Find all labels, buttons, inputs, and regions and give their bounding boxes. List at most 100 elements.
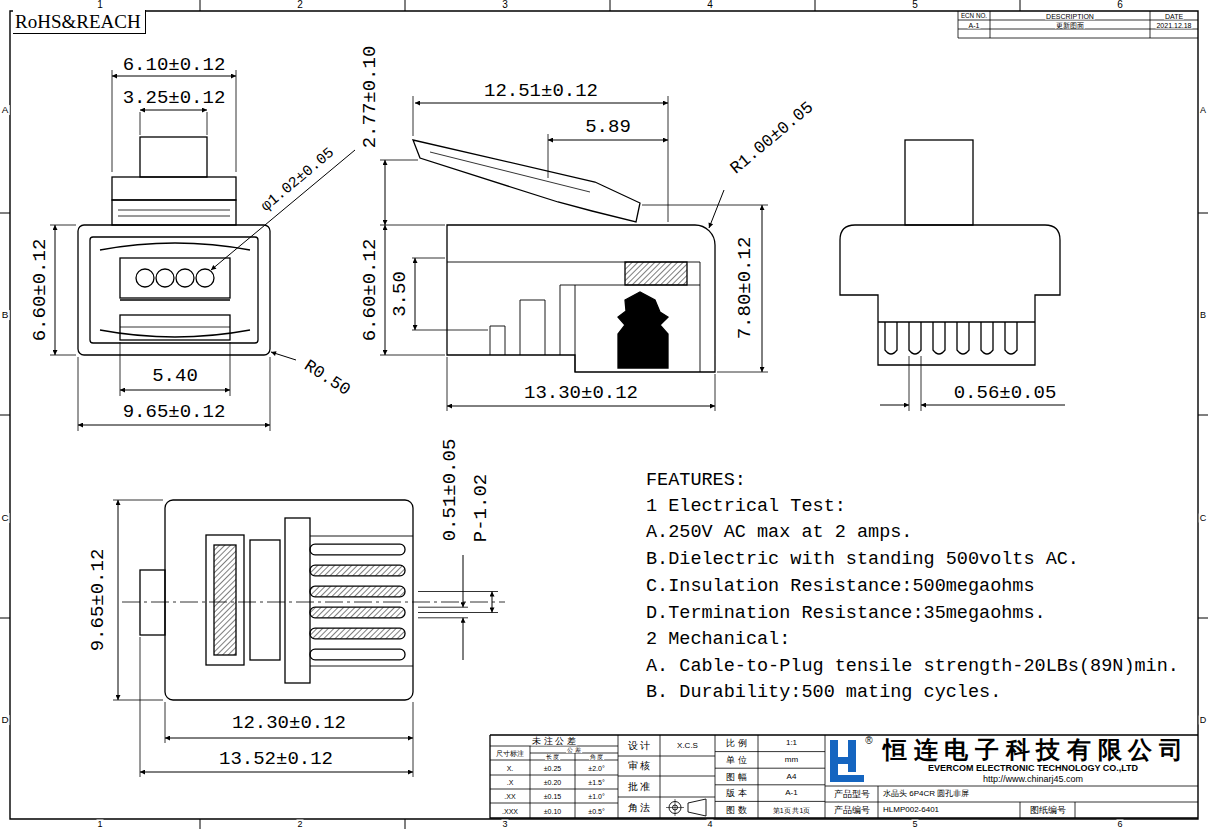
dimension-text: 7.80±0.12 — [736, 236, 755, 341]
title-block-border — [490, 735, 1198, 818]
dimension-line — [415, 103, 668, 104]
zone-marker: C — [1199, 514, 1208, 523]
dimension-text: 0.56±0.05 — [953, 384, 1058, 403]
compliance-mark: RoHS&REACH — [13, 10, 146, 34]
dimension-line — [385, 225, 386, 355]
zone-marker: A — [1, 105, 10, 115]
tolerance-grid — [490, 735, 618, 818]
feature-note: B. Durability:500 mating cycles. — [645, 684, 1002, 703]
dimension-line — [762, 205, 763, 372]
dimension-line — [140, 110, 207, 111]
contact-zone-lines — [310, 536, 413, 666]
dimension-text: 6.60±0.12 — [361, 238, 380, 343]
dimension-text: 0.51±0.05 — [441, 438, 460, 543]
title-block-cell: mm — [784, 756, 799, 764]
tolerance-cell: ±0.5° — [587, 807, 605, 814]
latch-line — [430, 152, 590, 192]
title-block-cell: 1:1 — [785, 739, 798, 747]
side-view — [413, 140, 715, 372]
dimension-text: 9.65±0.12 — [122, 403, 227, 422]
feature-note: 2 Mechanical: — [645, 631, 791, 650]
contact-hole — [196, 269, 214, 287]
tolerance-cell: .XX — [503, 793, 516, 800]
dimension-text: 2.77±0.10 — [361, 45, 380, 150]
dimension-text: R0.50 — [300, 356, 354, 399]
zone-marker: 5 — [911, 820, 918, 829]
leader-line — [211, 150, 355, 270]
slot-line — [120, 327, 230, 328]
projection-symbol — [688, 799, 706, 816]
feature-note: FEATURES: — [645, 472, 747, 491]
dimension-line — [78, 425, 270, 426]
front-view — [78, 137, 270, 355]
latch-hatch — [214, 545, 236, 655]
dimension-text: φ1.02±0.05 — [258, 145, 338, 216]
lower-slot — [120, 315, 230, 340]
cable-tab — [140, 570, 165, 635]
title-block-cell: 图 数 — [725, 805, 748, 814]
dimension-line — [492, 592, 493, 613]
side-dimensions — [380, 96, 768, 411]
dimension-text: 6.60±0.12 — [31, 238, 50, 343]
tolerance-cell: ±2.0° — [587, 764, 605, 771]
title-block-cell: 单 位 — [725, 756, 748, 765]
plug-body — [447, 225, 715, 372]
zone-marker: D — [0, 715, 9, 725]
title-block — [490, 735, 1198, 818]
revision-cell: 更新图面 — [1055, 21, 1085, 28]
title-block-cell: 图 幅 — [725, 772, 748, 781]
leader-line — [709, 190, 724, 228]
dimension-line — [415, 258, 416, 330]
title-block-cell: 批 准 — [627, 782, 652, 792]
dimension-text: 9.65±0.12 — [89, 548, 108, 653]
dimension-line — [120, 390, 230, 391]
dimension-line — [165, 738, 413, 739]
contact-strip — [310, 565, 405, 576]
tolerance-cell: 公 差 — [566, 747, 582, 753]
tolerance-cell: X. — [506, 764, 515, 771]
latch-top — [140, 137, 207, 177]
zone-marker: C — [0, 513, 9, 523]
zone-marker: 4 — [706, 0, 714, 10]
tolerance-cell: 未 注 公 差 — [531, 736, 577, 745]
dimension-line — [140, 772, 413, 773]
company-name: 恒 连 电 子 科 技 有 限 公 司 — [882, 738, 1184, 762]
zone-marker: B — [1, 310, 10, 320]
latch-top — [905, 140, 973, 225]
dimension-line — [950, 405, 1065, 406]
end-view — [840, 140, 1060, 365]
zone-marker: 2 — [296, 820, 303, 829]
dimension-line — [548, 140, 668, 141]
body-lines — [447, 262, 700, 372]
company-logo — [830, 740, 864, 782]
info-grid — [715, 735, 825, 818]
feature-note: A. Cable-to-Plug tensile strength-20LBs(… — [645, 658, 1180, 677]
dimension-line — [118, 500, 119, 700]
tolerance-cell: 角 度 — [589, 754, 605, 760]
dimension-line — [921, 405, 950, 406]
contact-strip — [310, 628, 405, 639]
projection-symbol — [666, 799, 684, 816]
contact-hole — [156, 269, 174, 287]
title-block-cell: 图纸编号 — [1029, 806, 1067, 815]
feature-note: B.Dielectric with standing 500volts AC. — [645, 551, 1080, 570]
revision-header: DESCRIPTION — [1045, 12, 1095, 19]
tolerance-cell: ±0.10 — [543, 807, 562, 814]
zone-marker: 3 — [501, 0, 509, 10]
leader-line — [271, 352, 296, 360]
revision-table-grid — [958, 11, 1198, 38]
end-dimensions — [880, 356, 1065, 411]
extension-lines — [50, 70, 270, 431]
contact-window — [120, 258, 230, 298]
dimension-text: 13.52±0.12 — [218, 750, 334, 769]
feature-note: A.250V AC max at 2 amps. — [645, 524, 913, 543]
tolerance-cell: ±0.25 — [543, 764, 562, 771]
tolerance-cell: .X — [506, 779, 515, 786]
product-grid — [825, 786, 1198, 818]
zone-marker: 6 — [1116, 0, 1124, 10]
tolerance-cell: ±0.15 — [543, 793, 562, 800]
title-block-cell: 角 法 — [627, 803, 652, 813]
contact-strip — [310, 607, 405, 618]
